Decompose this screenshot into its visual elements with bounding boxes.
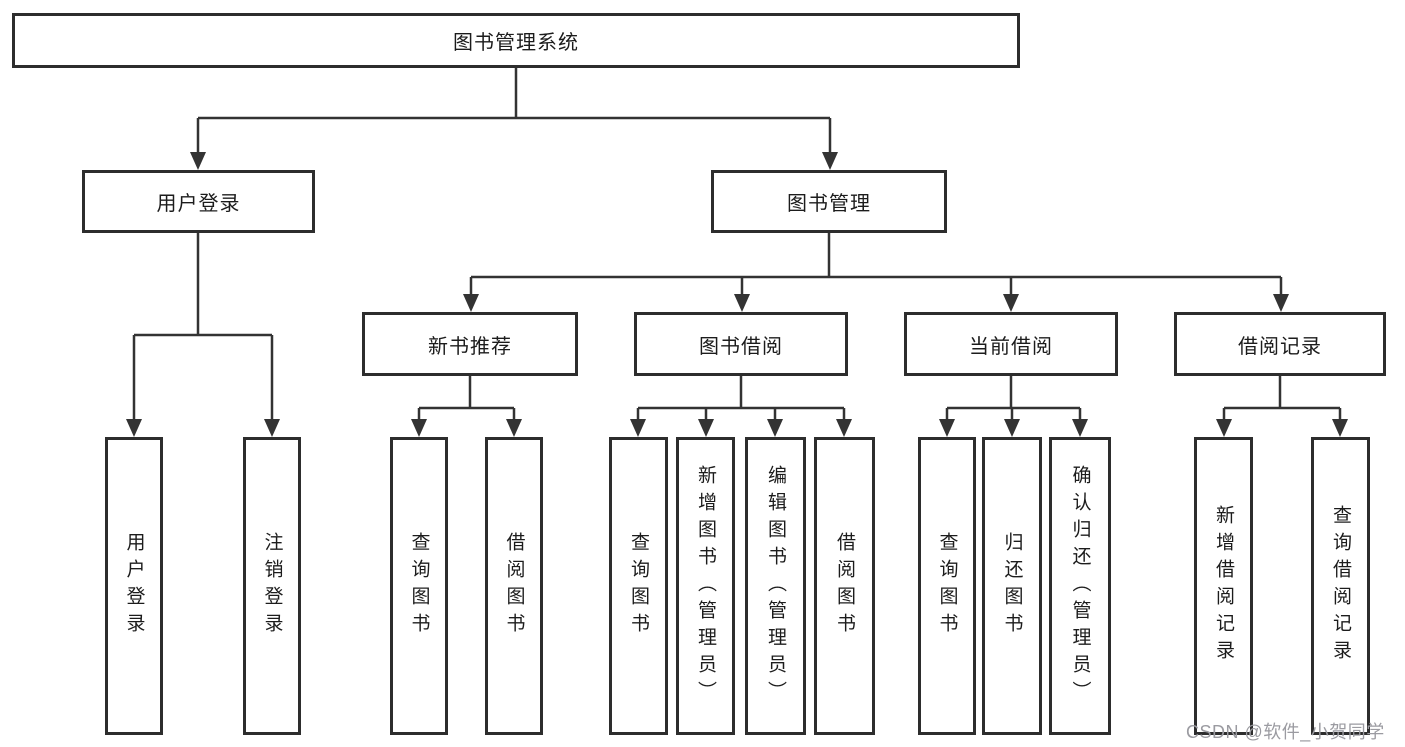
- leaf-bb-borrow-books: 借阅图书: [814, 437, 875, 735]
- connector-segments: [132, 68, 1342, 423]
- node-book-borrowing: 图书借阅: [634, 312, 848, 376]
- node-borrow-records: 借阅记录: [1174, 312, 1386, 376]
- node-book-management: 图书管理: [711, 170, 947, 233]
- node-user-login: 用户登录: [82, 170, 315, 233]
- leaf-bb-add-books-admin: 新增图书（管理员）: [676, 437, 735, 735]
- node-current-borrowing: 当前借阅: [904, 312, 1118, 376]
- leaf-cb-query-books: 查询图书: [918, 437, 976, 735]
- node-new-book-recommend: 新书推荐: [362, 312, 578, 376]
- arrowheads: [126, 152, 1348, 437]
- leaf-br-add-record: 新增借阅记录: [1194, 437, 1253, 735]
- leaf-logout: 注销登录: [243, 437, 301, 735]
- watermark: CSDN @软件_小贺同学: [1186, 722, 1385, 742]
- leaf-nb-borrow-books: 借阅图书: [485, 437, 543, 735]
- leaf-user-login: 用户登录: [105, 437, 163, 735]
- leaf-bb-edit-books-admin: 编辑图书（管理员）: [745, 437, 806, 735]
- leaf-nb-query-books: 查询图书: [390, 437, 448, 735]
- leaf-br-query-record: 查询借阅记录: [1311, 437, 1370, 735]
- node-root: 图书管理系统: [12, 13, 1020, 68]
- leaf-cb-return-books: 归还图书: [982, 437, 1042, 735]
- leaf-bb-query-books: 查询图书: [609, 437, 668, 735]
- leaf-cb-confirm-return-admin: 确认归还（管理员）: [1049, 437, 1111, 735]
